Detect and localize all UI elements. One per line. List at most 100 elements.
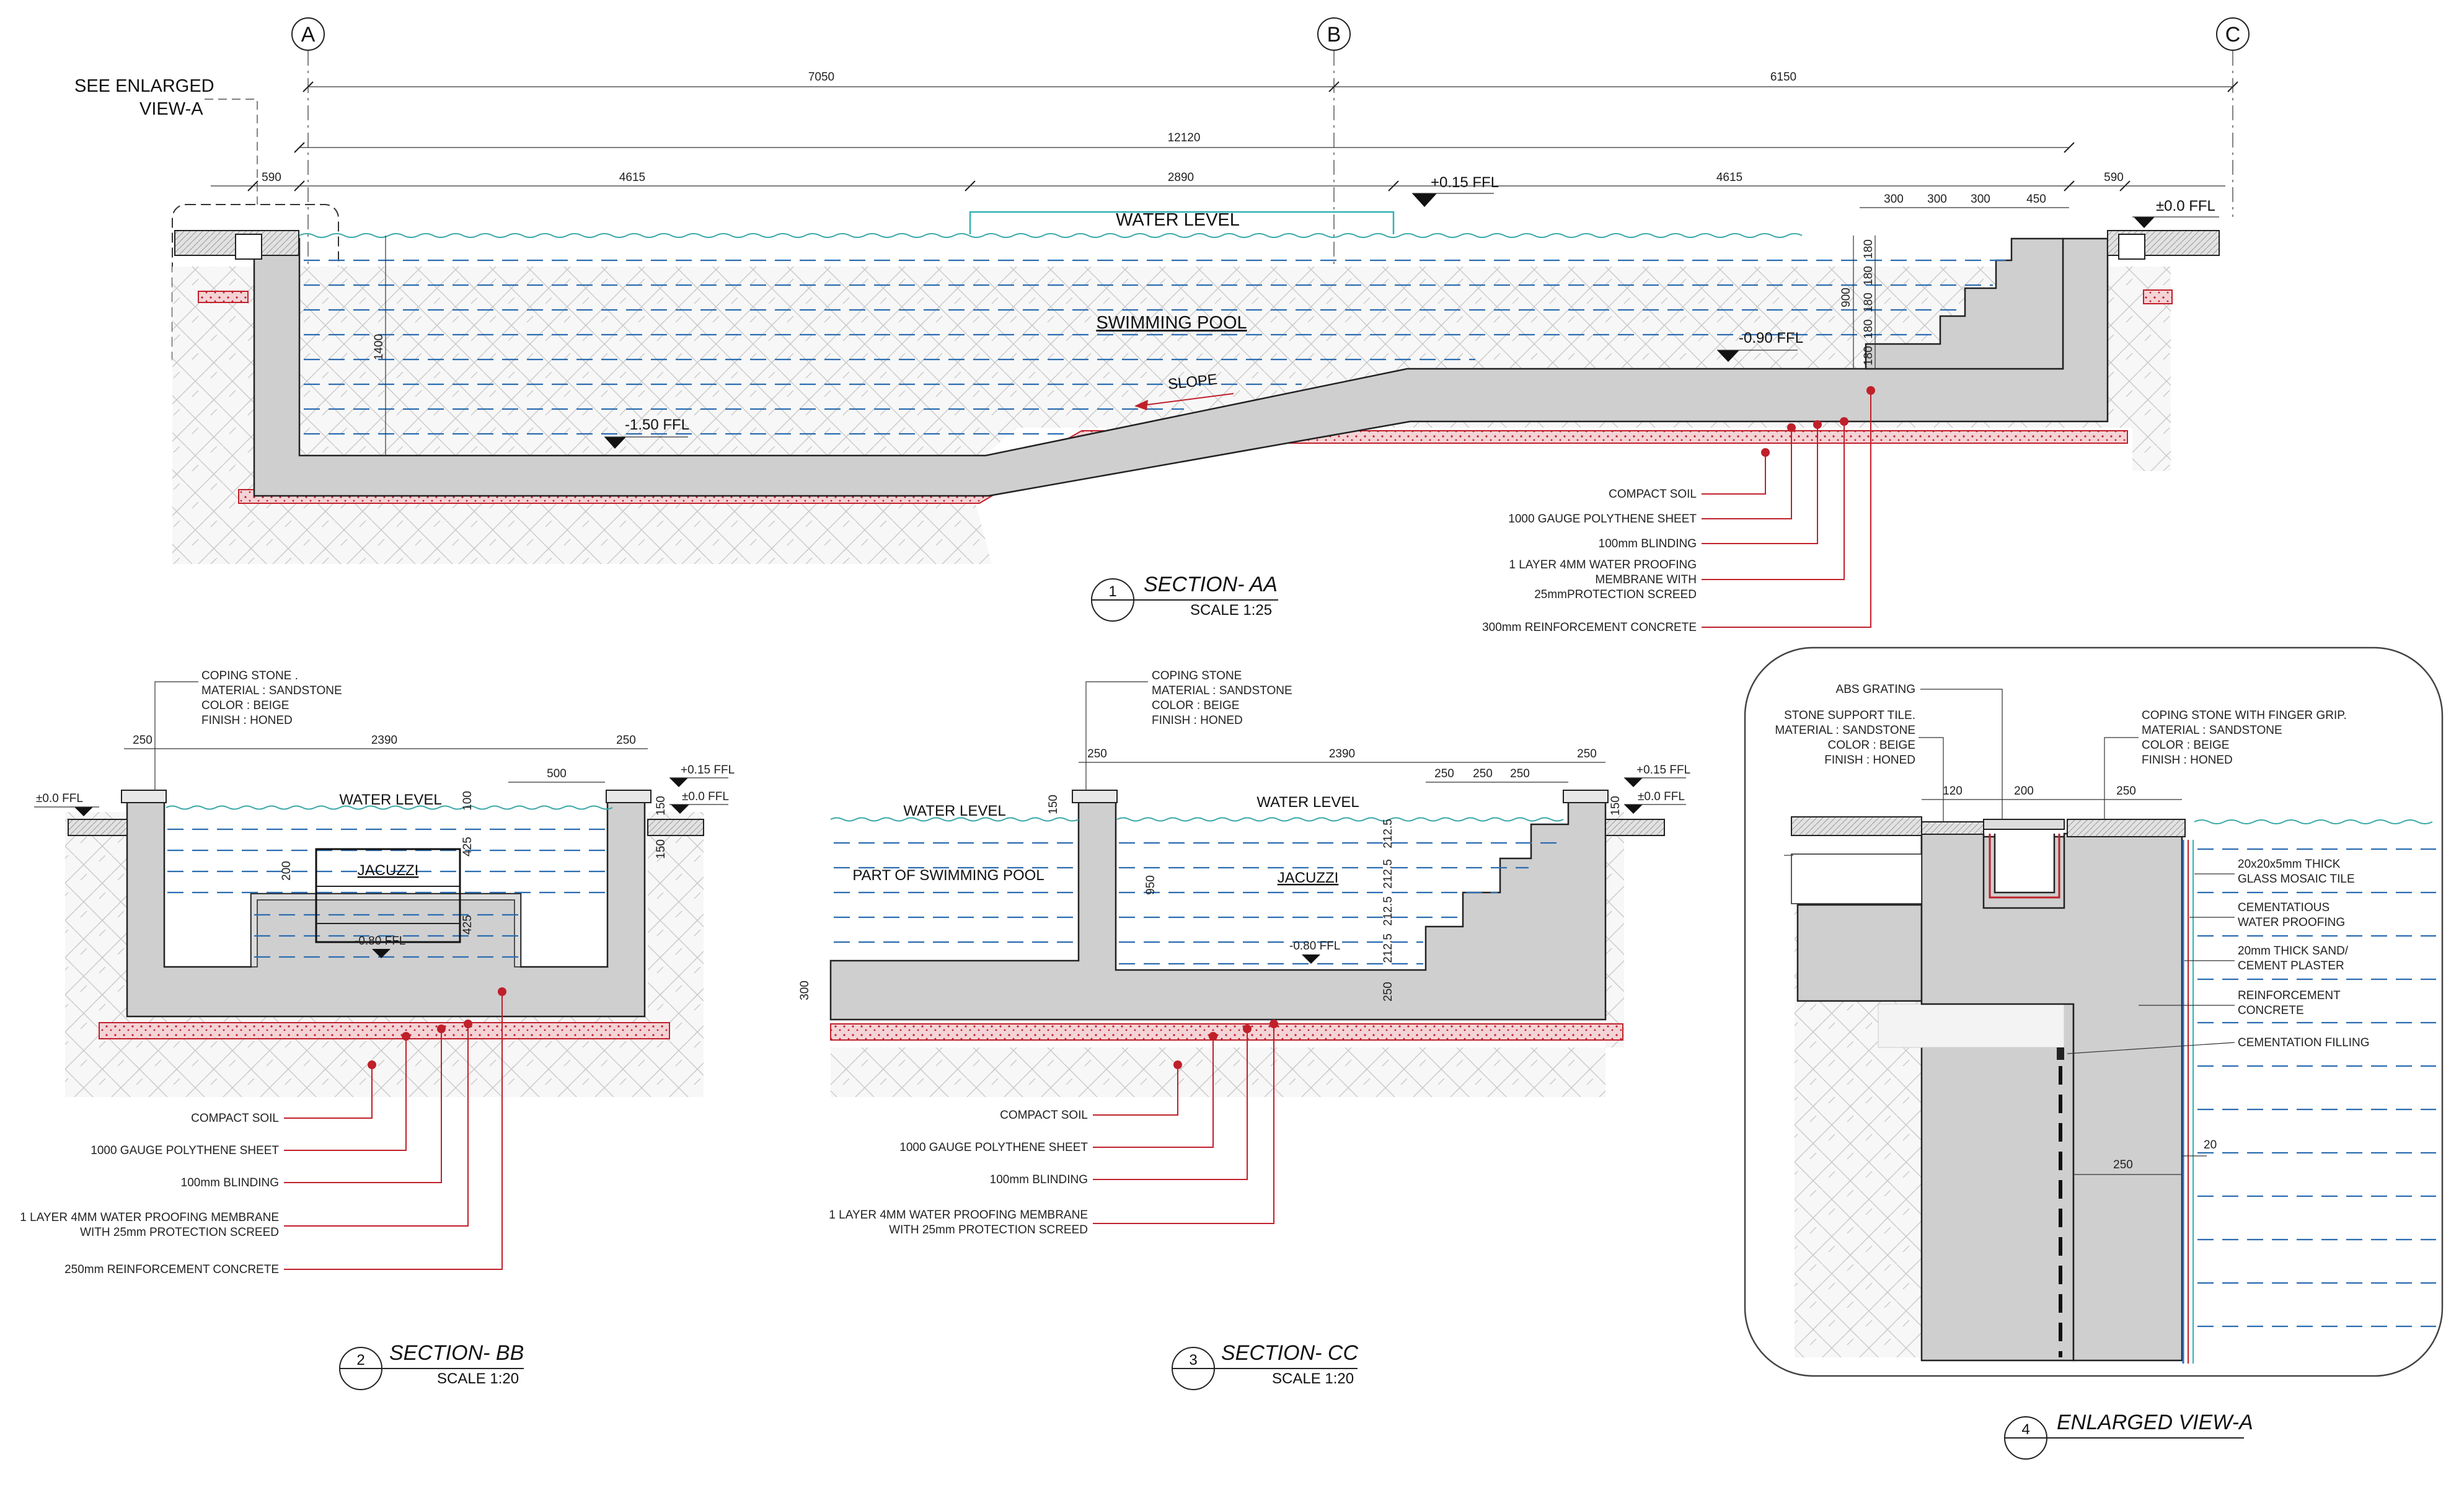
grid-label-a: A — [301, 23, 316, 46]
cc-vertical-dims: 150 150 950 212.5 212.5 212.5 212.5 300 … — [798, 795, 1622, 1002]
svg-text:STONE SUPPORT TILE.: STONE SUPPORT TILE. — [1784, 709, 1915, 722]
cc-jacuzzi-label: JACUZZI — [1278, 870, 1339, 886]
svg-text:COPING STONE .: COPING STONE . — [201, 669, 298, 682]
aa-note-polythene: 1000 GAUGE POLYTHENE SHEET — [1508, 513, 1697, 526]
svg-text:COLOR : BEIGE: COLOR : BEIGE — [1152, 699, 1239, 712]
bb-note-polythene: 1000 GAUGE POLYTHENE SHEET — [91, 1144, 279, 1157]
svg-text:180: 180 — [1862, 346, 1875, 366]
svg-text:MATERIAL : SANDSTONE: MATERIAL : SANDSTONE — [201, 684, 342, 697]
grid-bubble-c — [2216, 17, 2250, 51]
bb-note-blinding: 100mm BLINDING — [181, 1176, 279, 1189]
svg-text:200: 200 — [280, 861, 293, 881]
grid-label-c: C — [2225, 23, 2241, 46]
aa-water-level-label: WATER LEVEL — [1116, 210, 1240, 230]
aa-pool-label: SWIMMING POOL — [1096, 313, 1247, 333]
section-bb: JACUZZI WATER LEVEL -0.80 FFL +0.15 FFL … — [20, 669, 735, 1390]
svg-text:950: 950 — [1144, 875, 1157, 895]
svg-text:MATERIAL : SANDSTONE: MATERIAL : SANDSTONE — [2142, 724, 2282, 737]
cc-note-waterproof-1: 1 LAYER 4MM WATER PROOFING MEMBRANE — [829, 1209, 1088, 1222]
svg-text:212.5: 212.5 — [1382, 896, 1395, 926]
aa-note-waterproof-3: 25mmPROTECTION SCREED — [1534, 588, 1697, 601]
bb-note-concrete: 250mm REINFORCEMENT CONCRETE — [64, 1263, 279, 1276]
bb-level-ffl-right: ±0.0 FFL — [682, 790, 729, 803]
bb-dim-250-left: 250 — [133, 734, 152, 747]
section-cc: WATER LEVEL WATER LEVEL PART OF SWIMMING… — [798, 669, 1690, 1390]
svg-text:425: 425 — [461, 915, 474, 935]
cc-title: SECTION- CC — [1221, 1341, 1358, 1365]
bb-title: SECTION- BB — [389, 1341, 524, 1365]
aa-level-top: +0.15 FFL — [1431, 174, 1499, 191]
aa-dim-12120: 12120 — [1168, 131, 1201, 144]
cc-dim-250-right: 250 — [1577, 747, 1597, 760]
svg-text:300: 300 — [798, 981, 811, 1000]
bb-notes: COMPACT SOIL 1000 GAUGE POLYTHENE SHEET … — [20, 987, 506, 1276]
ev-dim-120: 120 — [1943, 785, 1963, 798]
bb-vertical-dims: 150 100 425 200 425 150 — [280, 791, 668, 935]
aa-step-dim-1: 300 — [1884, 193, 1904, 206]
cc-notes: COMPACT SOIL 1000 GAUGE POLYTHENE SHEET … — [829, 1020, 1278, 1236]
grid-bubble-b — [1317, 17, 1351, 51]
svg-text:100: 100 — [461, 791, 474, 811]
cc-screed-layer — [830, 1023, 1623, 1041]
svg-text:212.5: 212.5 — [1382, 859, 1395, 889]
grid-bubble-a — [291, 17, 325, 51]
svg-text:COLOR : BEIGE: COLOR : BEIGE — [201, 699, 289, 712]
svg-text:FINISH : HONED: FINISH : HONED — [1152, 714, 1243, 727]
svg-text:20mm THICK SAND/: 20mm THICK SAND/ — [2238, 945, 2349, 958]
bb-dim-500: 500 — [547, 767, 567, 780]
ev-note-abs-grating: ABS GRATING — [1836, 683, 1915, 696]
svg-text:180: 180 — [1862, 293, 1875, 312]
cc-scale: SCALE 1:20 — [1272, 1370, 1354, 1387]
bb-title-number: 2 — [356, 1352, 364, 1369]
cc-note-compact-soil: COMPACT SOIL — [1000, 1109, 1088, 1122]
bb-jacuzzi-label: JACUZZI — [358, 862, 419, 879]
see-enlarged-note: SEE ENLARGED VIEW-A — [74, 76, 339, 371]
aa-note-waterproof-2: MEMBRANE WITH — [1595, 573, 1697, 586]
svg-text:FINISH : HONED: FINISH : HONED — [2142, 754, 2233, 767]
svg-text:REINFORCEMENT: REINFORCEMENT — [2238, 989, 2341, 1002]
grid-label-b: B — [1327, 23, 1341, 46]
svg-text:MATERIAL : SANDSTONE: MATERIAL : SANDSTONE — [1775, 724, 1915, 737]
svg-text:COPING STONE: COPING STONE — [1152, 669, 1242, 682]
enlarged-view-a: 120 200 250 250 20 ABS GRATING STONE SUP… — [1744, 646, 2444, 1460]
cc-pool-part-label: PART OF SWIMMING POOL — [852, 867, 1044, 884]
ev-title: ENLARGED VIEW-A — [2057, 1411, 2253, 1434]
bb-note-waterproof-1: 1 LAYER 4MM WATER PROOFING MEMBRANE — [20, 1211, 279, 1224]
svg-text:WATER PROOFING: WATER PROOFING — [2238, 916, 2345, 929]
svg-text:CEMENTATION FILLING: CEMENTATION FILLING — [2238, 1036, 2370, 1049]
aa-level-low: -1.50 FFL — [625, 417, 689, 433]
svg-text:COLOR : BEIGE: COLOR : BEIGE — [2142, 739, 2229, 752]
svg-text:250: 250 — [1382, 982, 1395, 1002]
ev-dim-20: 20 — [2204, 1139, 2217, 1152]
bb-scale: SCALE 1:20 — [437, 1370, 519, 1387]
svg-text:FINISH : HONED: FINISH : HONED — [201, 714, 293, 727]
svg-text:150: 150 — [655, 796, 668, 816]
aa-level-mid: -0.90 FFL — [1739, 330, 1803, 346]
aa-step-dim-3: 300 — [1971, 193, 1990, 206]
see-enlarged-line1: SEE ENLARGED — [74, 76, 214, 96]
aa-title: SECTION- AA — [1144, 573, 1278, 596]
cc-coping-note: COPING STONE MATERIAL : SANDSTONE COLOR … — [1085, 669, 1292, 790]
svg-text:180: 180 — [1862, 239, 1875, 259]
aa-dim-2890: 2890 — [1168, 171, 1194, 184]
aa-note-blinding: 100mm BLINDING — [1599, 537, 1697, 550]
bb-note-waterproof-2: WITH 25mm PROTECTION SCREED — [80, 1226, 279, 1239]
aa-notes: COMPACT SOIL 1000 GAUGE POLYTHENE SHEET … — [1482, 386, 1875, 634]
aa-level-ffl: ±0.0 FFL — [2156, 198, 2215, 214]
cc-concrete-shell — [829, 795, 1607, 1021]
bb-screed-layer — [99, 1022, 670, 1039]
aa-title-number: 1 — [1108, 583, 1116, 600]
aa-steps — [1865, 237, 2064, 370]
aa-dim-4615-right: 4615 — [1716, 171, 1742, 184]
bb-level-top: +0.15 FFL — [681, 764, 735, 777]
svg-text:FINISH : HONED: FINISH : HONED — [1824, 754, 1915, 767]
svg-text:CONCRETE: CONCRETE — [2238, 1004, 2304, 1017]
aa-dim-590-left: 590 — [262, 171, 281, 184]
svg-text:CEMENT PLASTER: CEMENT PLASTER — [2238, 959, 2344, 972]
cc-title-number: 3 — [1189, 1352, 1197, 1369]
ev-title-number: 4 — [2021, 1421, 2029, 1438]
ev-dim-200: 200 — [2014, 785, 2034, 798]
svg-text:212.5: 212.5 — [1382, 819, 1395, 848]
svg-text:150: 150 — [1047, 795, 1060, 814]
